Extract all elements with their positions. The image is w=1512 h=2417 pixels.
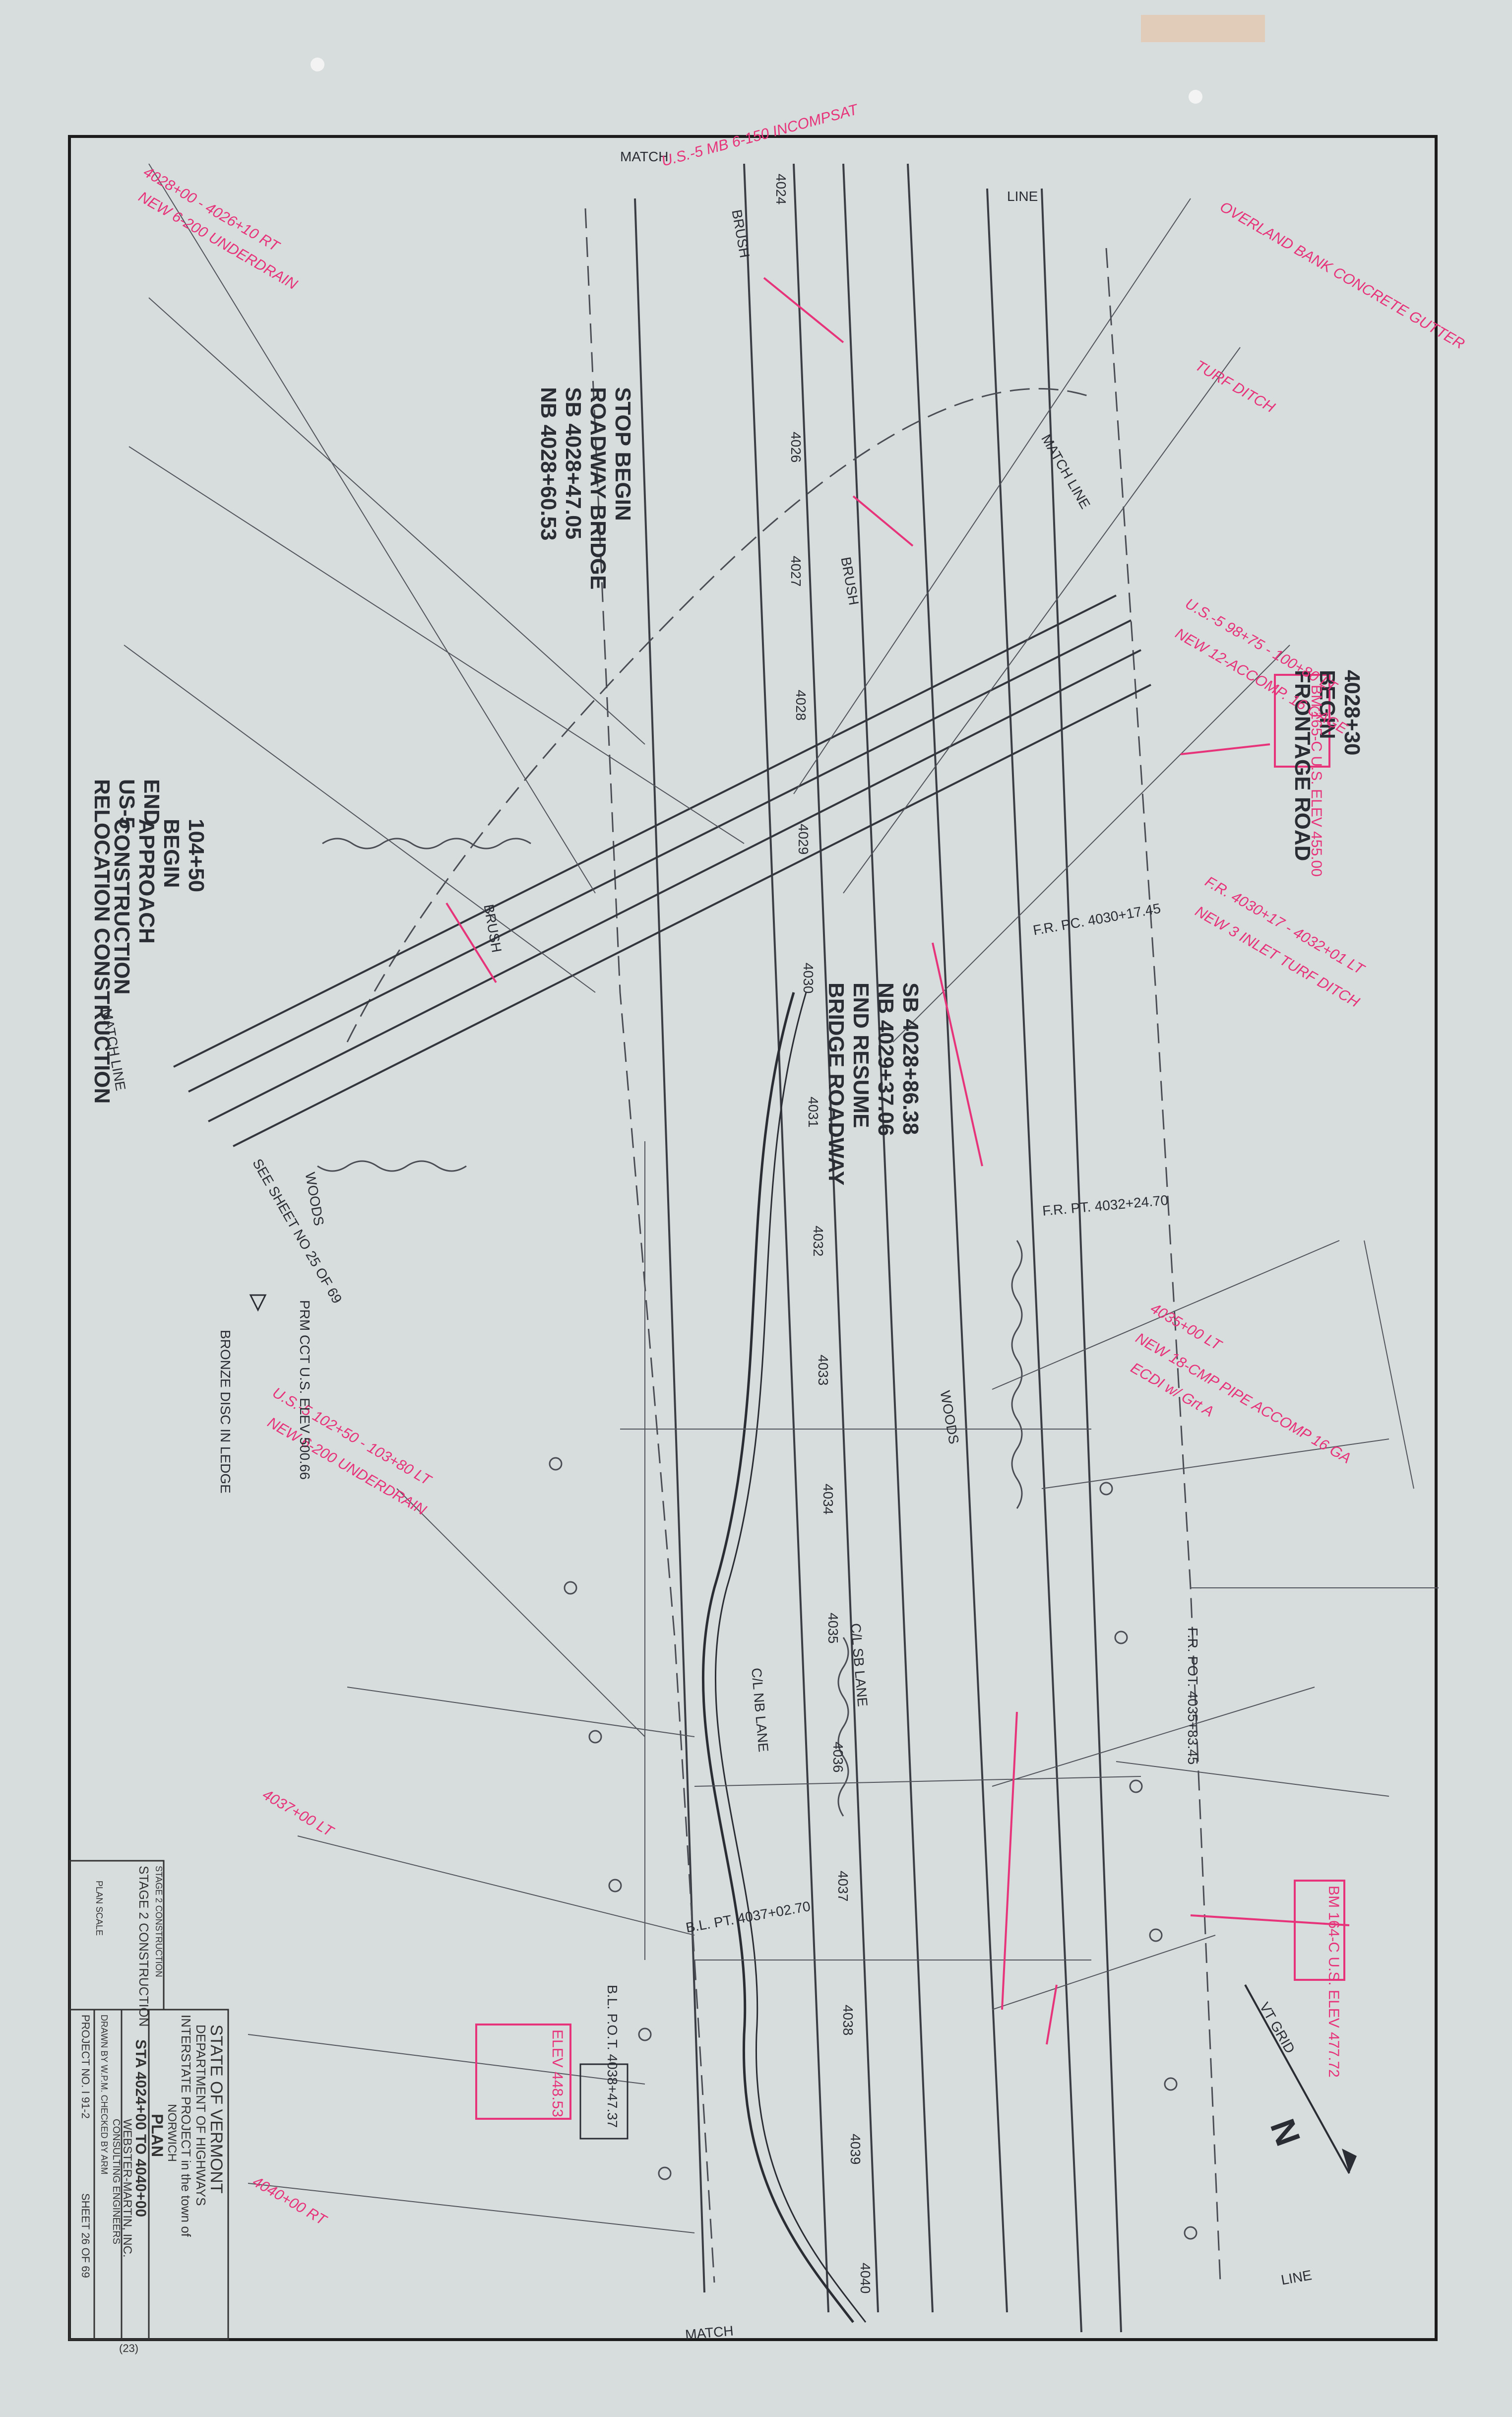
- title-project: INTERSTATE PROJECT in the town of: [179, 2015, 193, 2237]
- station-label: 4033: [816, 1355, 831, 1386]
- callout-end-bridge: SB 4028+86.38 NB 4029+37.06 END RESUME B…: [823, 982, 923, 1185]
- callout-line: STOP BEGIN: [611, 387, 635, 521]
- label-fr-pot: F.R. POT. 4035+83.45: [1185, 1628, 1200, 1765]
- station-label: 4040: [858, 2263, 873, 2294]
- sheet-border: [68, 135, 1438, 2341]
- station-label: 4024: [773, 174, 789, 205]
- callout-line: ROADWAY BRIDGE: [586, 387, 610, 590]
- callout-begin-approach: 104+50 BEGIN APPROACH CONSTRUCTION: [109, 819, 208, 994]
- row-markers: [549, 1457, 1197, 2240]
- existing-road: [701, 992, 854, 2323]
- callout-line: BEGIN: [159, 819, 184, 888]
- woods-boundaries: [317, 838, 1023, 1817]
- match-line-top-2: LINE: [1007, 189, 1038, 204]
- station-label: 4032: [811, 1226, 826, 1257]
- station-label: 4036: [830, 1742, 846, 1773]
- title-town: NORWICH: [165, 2104, 179, 2162]
- title-state: STATE OF VERMONT: [207, 2025, 226, 2194]
- station-label: 4038: [840, 2005, 856, 2036]
- callout-line: CONSTRUCTION: [110, 819, 134, 995]
- punch-hole: [311, 58, 324, 71]
- tape-mark: [1141, 15, 1265, 42]
- title-engineer: WEBSTER-MARTIN, INC.: [121, 2119, 134, 2258]
- construction-lines: [124, 163, 1439, 2233]
- station-label: 4027: [788, 556, 804, 587]
- callout-line: SB 4028+86.38: [898, 982, 923, 1135]
- bench-mark-prm: PRM CCT U.S. ELEV 500.66: [297, 1300, 313, 1480]
- station-label: 4029: [796, 824, 811, 855]
- station-label: 4031: [806, 1097, 821, 1128]
- station-label: 4030: [801, 963, 816, 994]
- title-plan: PLAN: [148, 2114, 166, 2157]
- label-bl-pot: B.L. P.O.T. 4038+47.37: [605, 1985, 620, 2128]
- bronze-disc-marker: [249, 1294, 267, 1312]
- punch-hole: [1189, 90, 1202, 104]
- station-label: 4028: [793, 690, 809, 721]
- bench-mark-165c: BM 165-C U.S. ELEV 455.00: [1308, 685, 1324, 877]
- callout-line: SB 4028+47.05: [561, 387, 585, 540]
- station-label: 4035: [825, 1613, 841, 1644]
- title-engineer-2: CONSULTING ENGINEERS: [111, 2119, 122, 2244]
- label-bronze-disc: BRONZE DISC IN LEDGE: [218, 1330, 233, 1494]
- title-stage-2: STAGE 2 CONSTRUCTION: [136, 1866, 151, 2027]
- callout-line: NB 4028+60.53: [536, 387, 561, 541]
- title-sheet: SHEET 26 OF 69: [79, 2193, 92, 2278]
- us5-relocation: [173, 594, 1151, 1147]
- bench-mark-elev: ELEV 448.53: [549, 2029, 566, 2117]
- title-block-frame: [68, 1860, 229, 2341]
- title-stage-1: STAGE 2 CONSTRUCTION: [154, 1866, 164, 1977]
- callout-line: END RESUME: [849, 982, 873, 1128]
- title-scale: PLAN SCALE: [94, 1881, 104, 1936]
- title-dept: DEPARTMENT OF HIGHWAYS: [193, 2025, 208, 2206]
- callout-line: APPROACH: [134, 819, 159, 944]
- revision-marks: [445, 277, 1350, 2045]
- title-drawn: DRAWN BY W.P.M. CHECKED BY ARM: [99, 2015, 109, 2175]
- station-label: 4037: [835, 1871, 851, 1902]
- callout-stop-roadway-bridge: STOP BEGIN ROADWAY BRIDGE SB 4028+47.05 …: [536, 387, 635, 589]
- bench-mark-164c: BM 164-C U.S. ELEV 477.72: [1325, 1886, 1342, 2078]
- right-of-way-lines: [346, 208, 1221, 2283]
- bench-mark-boxes: [475, 674, 1345, 2120]
- title-project-no: PROJECT NO. I 91-2: [79, 2015, 92, 2119]
- station-label: 4039: [848, 2134, 863, 2165]
- callout-line: 104+50: [184, 819, 208, 893]
- existing-road-edge: [714, 992, 867, 2323]
- match-line-top: MATCH: [620, 149, 669, 164]
- callout-line: 4028+30: [1340, 670, 1364, 756]
- callout-line: NB 4029+37.06: [874, 982, 898, 1136]
- title-page-ref: (23): [119, 2342, 139, 2354]
- station-label: 4034: [820, 1484, 836, 1515]
- title-sta: STA 4024+00 TO 4040+00: [132, 2039, 149, 2218]
- north-arrow: [1244, 1984, 1357, 2174]
- station-label: 4026: [788, 432, 804, 463]
- callout-line: BRIDGE ROADWAY: [824, 982, 848, 1186]
- bm-164-box: [579, 2063, 629, 2140]
